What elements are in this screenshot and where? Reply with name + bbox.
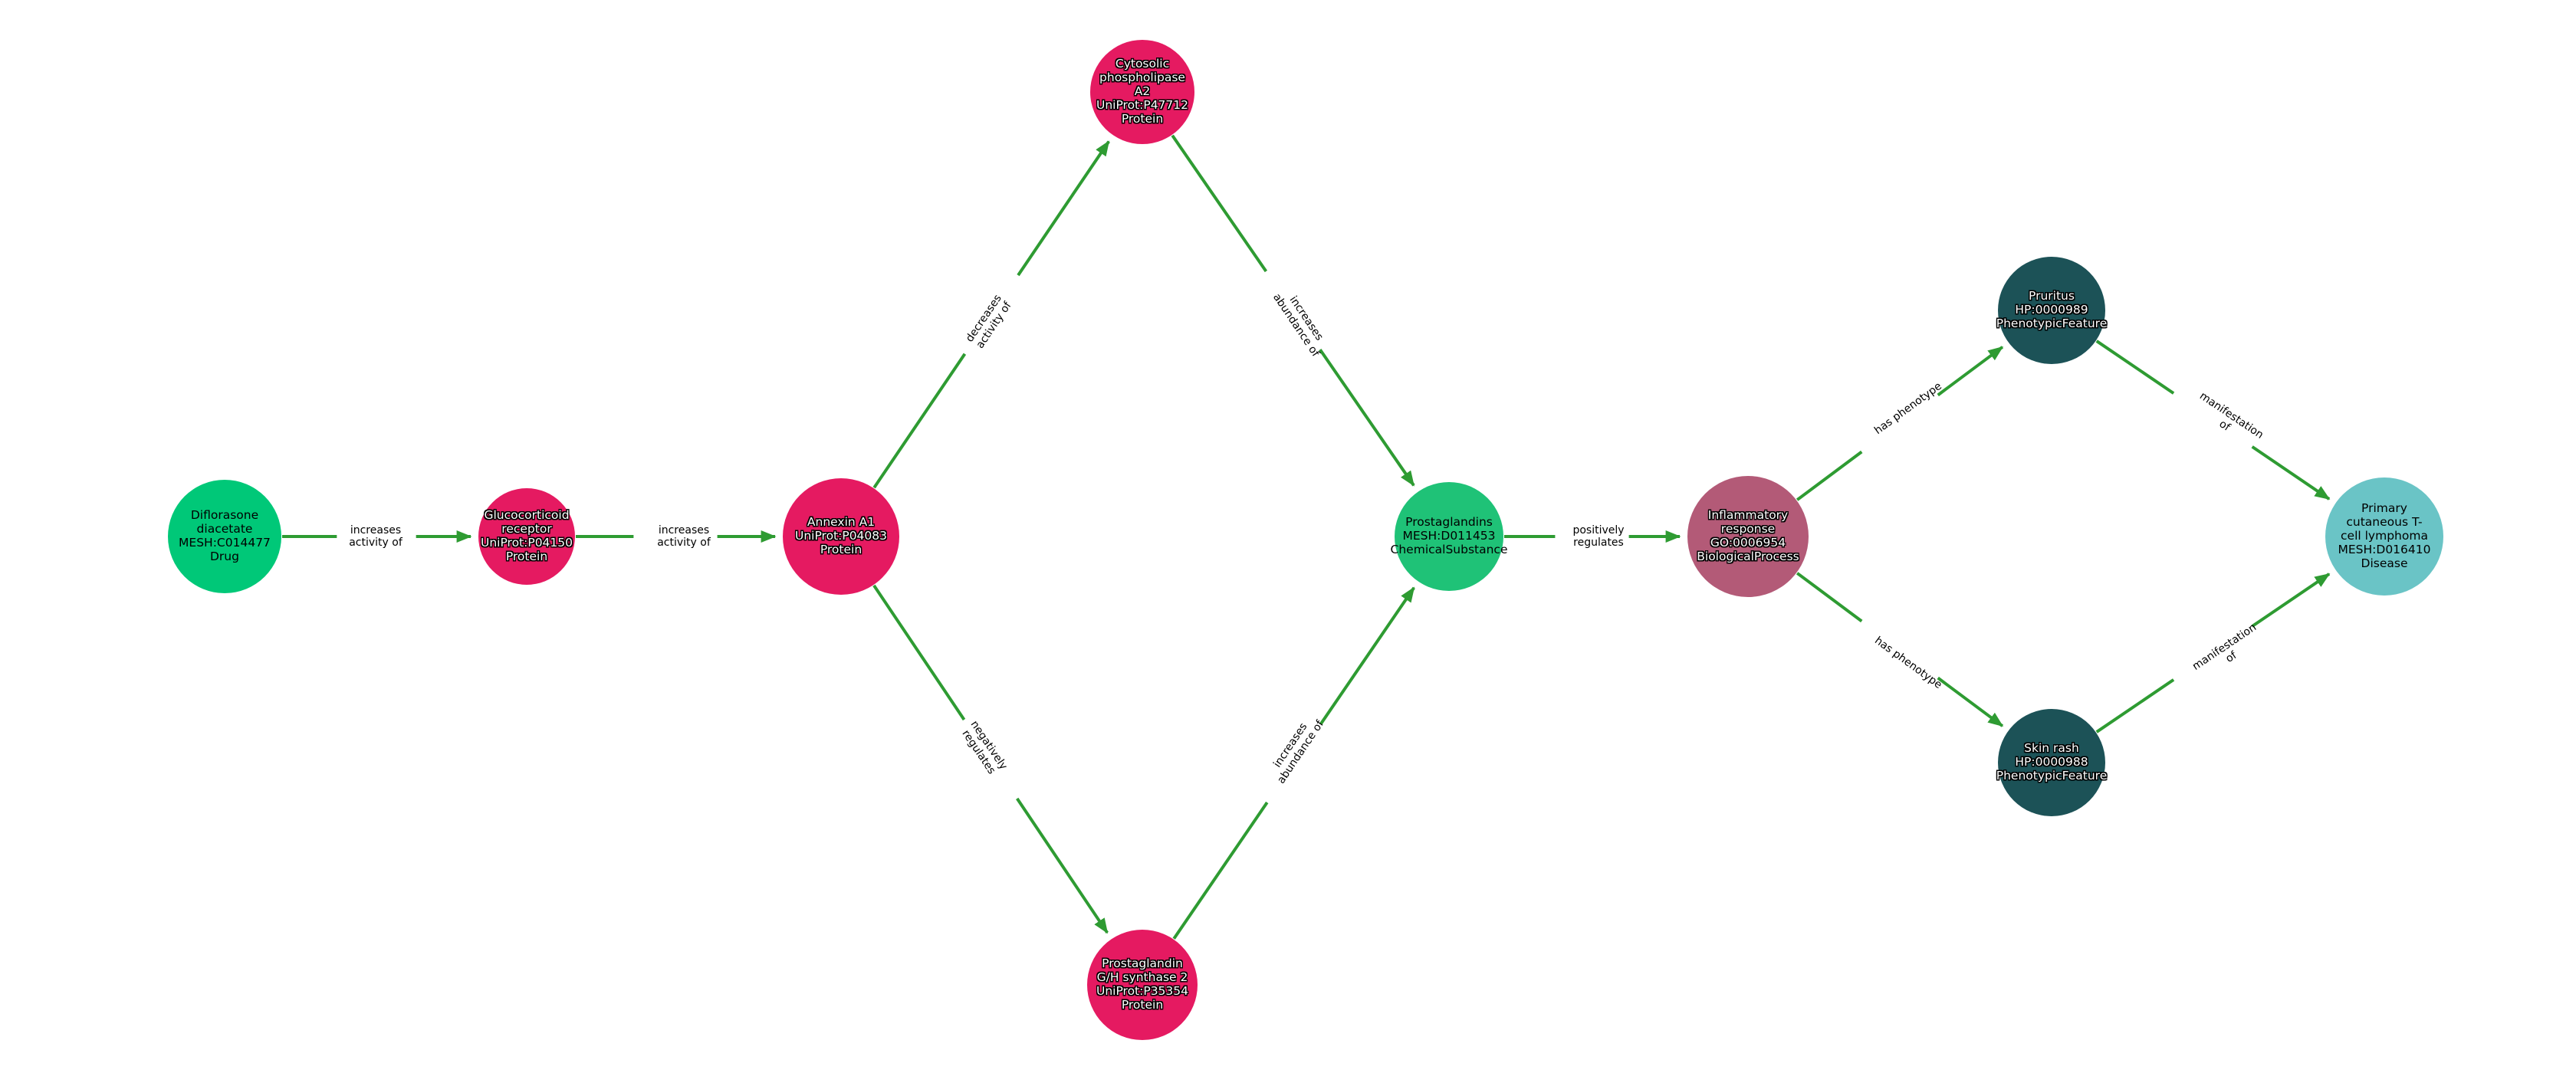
graph-edge-e6[interactable] (1319, 586, 1415, 725)
graph-node-label: Inflammatory response GO:0006954 Biologi… (1697, 508, 1799, 563)
graph-node-label: Diflorasone diacetate MESH:C014477 Drug (179, 508, 271, 563)
graph-edge-e9[interactable] (2251, 445, 2331, 500)
graph-edge-e5[interactable] (872, 584, 966, 721)
graph-edge-e9[interactable] (2095, 340, 2175, 395)
graph-node-glucocorticoid-receptor[interactable]: Glucocorticoid receptor UniProt:P04150 P… (478, 488, 575, 585)
graph-node-annexin-a1[interactable]: Annexin A1 UniProt:P04083 Protein (783, 478, 899, 595)
graph-node-prostaglandin-gh-synthase-2[interactable]: Prostaglandin G/H synthase 2 UniProt:P35… (1087, 930, 1198, 1040)
graph-edge-e8[interactable] (1937, 346, 2004, 397)
graph-node-pruritus[interactable]: Pruritus HP:0000989 PhenotypicFeature (1996, 257, 2108, 364)
graph-edge-e11[interactable] (2251, 573, 2331, 628)
graph-node-label: Primary cutaneous T- cell lymphoma MESH:… (2338, 501, 2431, 570)
edges-group (282, 134, 2331, 940)
graph-edge-e5[interactable] (1016, 797, 1109, 934)
graph-edge-e11[interactable] (2095, 678, 2175, 733)
graph-edge-e6[interactable] (1172, 801, 1269, 940)
graph-node-cytosolic-phospholipase-a2[interactable]: Cytosolic phospholipase A2 UniProt:P4771… (1090, 40, 1194, 144)
graph-node-diflorasone[interactable]: Diflorasone diacetate MESH:C014477 Drug (168, 480, 281, 593)
graph-edge-e3[interactable] (1017, 140, 1110, 277)
graph-node-label: Glucocorticoid receptor UniProt:P04150 P… (480, 508, 573, 563)
graph-node-inflammatory-response[interactable]: Inflammatory response GO:0006954 Biologi… (1687, 476, 1809, 597)
graph-edge-e4[interactable] (1171, 134, 1268, 273)
graph-edge-e3[interactable] (872, 353, 967, 489)
graph-node-label: Pruritus HP:0000989 PhenotypicFeature (1996, 289, 2108, 330)
graph-node-label: Prostaglandin G/H synthase 2 UniProt:P35… (1096, 957, 1189, 1012)
graph-node-label: Prostaglandins MESH:D011453 ChemicalSubs… (1390, 515, 1508, 556)
graph-node-label: Cytosolic phospholipase A2 UniProt:P4771… (1096, 57, 1189, 126)
graph-node-skin-rash[interactable]: Skin rash HP:0000988 PhenotypicFeature (1996, 709, 2108, 816)
graph-node-prostaglandins[interactable]: Prostaglandins MESH:D011453 ChemicalSubs… (1391, 482, 1507, 591)
graph-node-primary-cutaneous-t-cell-lymphoma[interactable]: Primary cutaneous T- cell lymphoma MESH:… (2325, 477, 2443, 596)
graph-edge-e4[interactable] (1319, 348, 1415, 487)
graph-node-label: Skin rash HP:0000988 PhenotypicFeature (1996, 741, 2108, 783)
graph-edge-e10[interactable] (1796, 572, 1863, 623)
graph-node-label: Annexin A1 UniProt:P04083 Protein (794, 515, 888, 556)
graph-edge-e10[interactable] (1937, 676, 2004, 727)
graph-edge-e8[interactable] (1796, 450, 1863, 501)
